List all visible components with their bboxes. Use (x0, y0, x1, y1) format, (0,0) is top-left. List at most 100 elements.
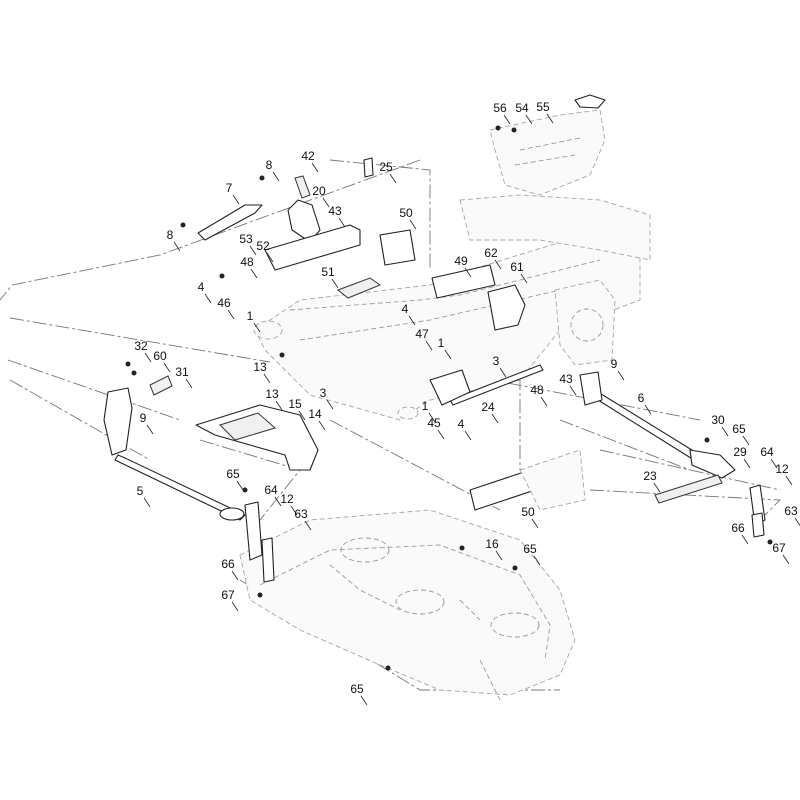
bolt (767, 539, 773, 545)
spindle-right (490, 612, 540, 638)
rod-end-right (689, 449, 736, 479)
leader-line (721, 426, 729, 437)
seat-mount-detail (514, 137, 581, 166)
bolt (704, 437, 710, 443)
leader-line (227, 309, 235, 320)
leader-line (389, 173, 397, 184)
axle-bore (570, 308, 604, 342)
lift-bracket-left (103, 387, 133, 456)
leader-line (266, 252, 274, 263)
cover-plate (431, 264, 496, 299)
callout-number: 42 (301, 149, 315, 163)
pin (259, 175, 265, 181)
callout-number: 48 (240, 255, 254, 269)
front-pivot-tube-right (397, 406, 419, 420)
callout-number: 4 (198, 280, 205, 294)
leader-line (546, 113, 554, 124)
leader-line (408, 315, 416, 326)
foot-pad (337, 277, 382, 299)
leader-line (143, 497, 151, 508)
nut (385, 665, 391, 671)
spacer-tube (149, 375, 173, 396)
callout-number: 43 (559, 372, 573, 386)
leader-line (185, 378, 193, 389)
callout-number: 29 (733, 445, 747, 459)
leader-line (617, 370, 625, 381)
deck-hanger-left (244, 501, 263, 561)
front-pivot-tube (253, 320, 283, 340)
leader-line (249, 245, 257, 256)
phantom-line (329, 159, 431, 270)
spindle-left (340, 537, 390, 563)
lift-bracket-right (579, 371, 603, 406)
lift-frame-cutout (219, 412, 277, 441)
leader-line (298, 410, 306, 421)
callout-number: 48 (530, 383, 544, 397)
callout-number: 52 (256, 239, 270, 253)
bolt (125, 361, 131, 367)
leader-line (503, 114, 511, 125)
leader-line (290, 505, 298, 516)
bolt (459, 545, 465, 551)
leader-line (231, 570, 239, 581)
callout-number: 43 (328, 204, 342, 218)
callout-number: 15 (288, 397, 302, 411)
leader-line (272, 171, 280, 182)
callout-number: 31 (175, 365, 189, 379)
leader-line (785, 475, 793, 486)
nut (219, 273, 225, 279)
leader-line (494, 259, 502, 270)
callout-number: 3 (320, 386, 327, 400)
callout-number: 5 (137, 484, 144, 498)
lift-rod-right (589, 391, 701, 461)
callout-number: 64 (264, 483, 278, 497)
parts (103, 125, 773, 671)
callout-number: 3 (493, 354, 500, 368)
nut (512, 565, 518, 571)
callout-number: 51 (321, 265, 335, 279)
leader-line (274, 496, 282, 507)
leader-line (304, 520, 312, 531)
callout-number: 25 (379, 160, 393, 174)
leader-line (437, 429, 445, 440)
deck-baffle (329, 564, 481, 621)
leader-line (569, 385, 577, 396)
callout-number: 54 (515, 101, 529, 115)
deck-shell (239, 509, 576, 696)
leader-line (231, 601, 239, 612)
leader-line (322, 197, 330, 208)
deck-bracket-left (261, 537, 275, 583)
leader-line (331, 278, 339, 289)
leader-line (360, 695, 368, 706)
pivot-arm (429, 369, 471, 406)
leader-line (338, 217, 346, 228)
lift-assist-frame (195, 404, 319, 471)
leader-line (275, 400, 283, 411)
bolt (495, 125, 501, 131)
leader-line (263, 373, 271, 384)
callout-leaders (143, 113, 800, 706)
callout-number: 66 (731, 521, 745, 535)
callout-number: 24 (481, 400, 495, 414)
leader-line (444, 349, 452, 360)
leader-line (428, 412, 436, 423)
leader-line (409, 219, 417, 230)
callout-number: 50 (521, 505, 535, 519)
leader-line (236, 480, 244, 491)
phantom-line (559, 419, 781, 491)
leader-line (232, 194, 240, 205)
leader-line (464, 430, 472, 441)
leader-line (144, 352, 152, 363)
callout-number: 63 (294, 507, 308, 521)
leader-line (318, 420, 326, 431)
callout-number: 62 (484, 246, 498, 260)
callout-number: 1 (247, 309, 254, 323)
callout-number: 13 (253, 360, 267, 374)
spindle-center (395, 589, 445, 615)
callout-number: 8 (266, 158, 273, 172)
callout-number: 65 (523, 542, 537, 556)
callout-number: 16 (485, 537, 499, 551)
